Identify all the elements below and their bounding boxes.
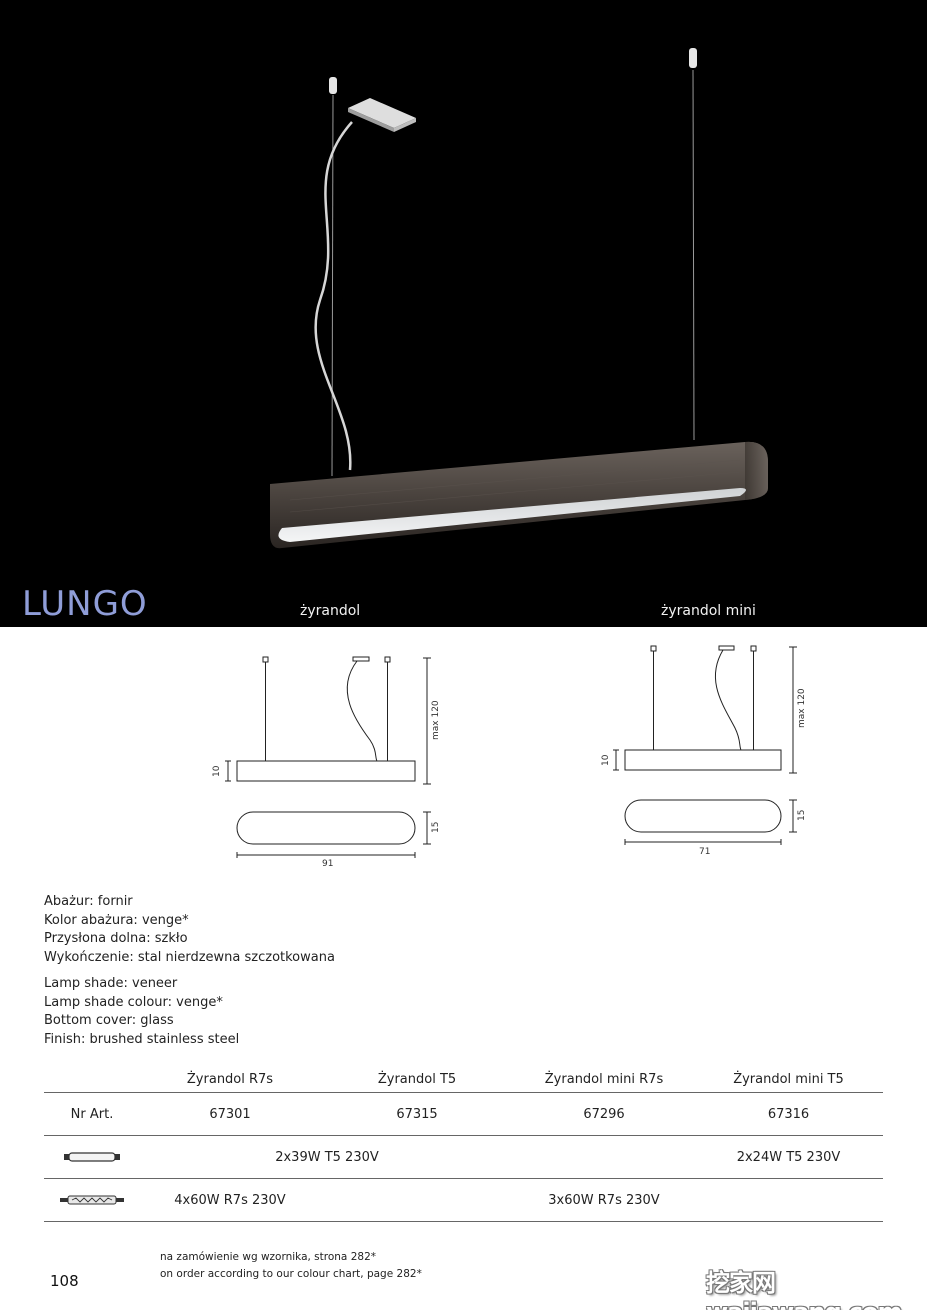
article-number: 67316 [767,1106,810,1122]
spec-line: Abażur: fornir [44,894,133,909]
technical-drawing-mini: max 120 10 15 71 [595,640,825,865]
footnote: na zamówienie wg wzornika, strona 282* o… [160,1249,422,1283]
dim-depth-large: 15 [431,822,441,833]
spec-line: Wykończenie: stal nierdzewna szczotkowan… [44,949,335,965]
technical-drawing-large: max 120 10 15 91 [205,650,455,875]
spec-line: Lamp shade: veneer [44,976,178,991]
dim-length-large: 91 [322,859,333,869]
article-table: Żyrandol R7s Żyrandol T5 Żyrandol mini R… [44,1066,883,1222]
page-number: 108 [50,1272,79,1290]
row-label: Nr Art. [70,1106,114,1122]
table-row-t5: 2x39W T5 230V 2x24W T5 230V [44,1136,883,1179]
dim-height-large: max 120 [431,700,441,740]
table-header-row: Żyrandol R7s Żyrandol T5 Żyrandol mini R… [44,1066,883,1093]
dim-thickness-mini: 10 [601,754,611,766]
table-row-article-numbers: Nr Art. 67301 67315 67296 67316 [44,1093,883,1136]
dim-height-mini: max 120 [797,688,807,728]
column-header: Żyrandol R7s [186,1071,274,1087]
r7s-halogen-icon [44,1179,140,1221]
spec-line: Przysłona dolna: szkło [44,931,188,947]
spec-line: Kolor abażura: venge* [44,912,189,928]
r7s-spec-chandelier: 4x60W R7s 230V [174,1192,286,1208]
dim-depth-mini: 15 [797,810,807,821]
pendant-lamp-illustration [270,48,768,549]
product-name: LUNGO [22,584,148,624]
watermark: 挖家网 wajiawang.com [706,1269,903,1310]
column-header: Żyrandol mini R7s [544,1071,664,1087]
dim-thickness-large: 10 [212,765,222,777]
product-photo: LUNGO żyrandol żyrandol mini [0,0,927,627]
footnote-polish: na zamówienie wg wzornika, strona 282* [160,1251,376,1263]
dim-length-mini: 71 [699,847,710,857]
spec-line: Lamp shade colour: venge* [44,994,223,1010]
spec-line: Bottom cover: glass [44,1013,174,1029]
column-header: Żyrandol T5 [377,1071,457,1087]
t5-tube-icon [44,1136,140,1178]
article-number: 67296 [583,1106,625,1122]
variant-label-chandelier: żyrandol [300,603,361,619]
table-row-r7s: 4x60W R7s 230V 3x60W R7s 230V [44,1179,883,1222]
footnote-english: on order according to our colour chart, … [160,1268,422,1280]
spec-list-english: Lamp shade: veneer Lamp shade colour: ve… [44,975,239,1049]
spec-line: Finish: brushed stainless steel [44,1031,240,1047]
t5-spec-chandelier-mini: 2x24W T5 230V [736,1149,841,1165]
r7s-spec-chandelier-mini: 3x60W R7s 230V [548,1192,660,1208]
variant-label-chandelier-mini: żyrandol mini [661,603,756,619]
t5-spec-chandelier: 2x39W T5 230V [275,1149,379,1165]
column-header: Żyrandol mini T5 [733,1071,844,1087]
article-number: 67301 [209,1106,251,1122]
article-number: 67315 [396,1106,438,1122]
spec-list-polish: Abażur: fornir Kolor abażura: venge* Prz… [44,893,335,967]
